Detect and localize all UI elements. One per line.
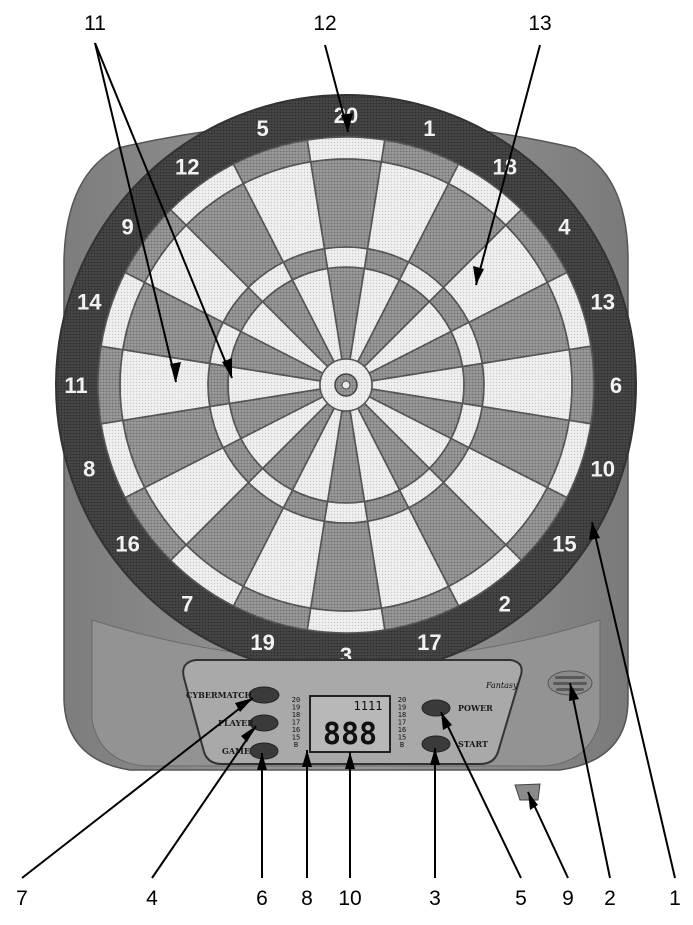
power-label: POWER xyxy=(458,703,493,713)
segment-3-double[interactable] xyxy=(307,608,385,633)
board-number-11: 11 xyxy=(64,373,87,398)
board-number-16: 16 xyxy=(115,532,139,557)
callout-12: 12 xyxy=(313,12,336,35)
board-number-17: 17 xyxy=(417,630,441,655)
callout-11: 11 xyxy=(84,12,106,35)
callout-5: 5 xyxy=(515,887,527,910)
bull-center xyxy=(342,381,350,389)
segment-11-double[interactable] xyxy=(98,346,123,424)
game-button[interactable] xyxy=(250,743,278,759)
segment-20-triple[interactable] xyxy=(324,247,367,268)
segment-6-triple[interactable] xyxy=(463,363,484,406)
board-number-6: 6 xyxy=(610,373,622,398)
callout-1: 1 xyxy=(669,887,681,910)
callout-10: 10 xyxy=(338,887,361,910)
board-number-2: 2 xyxy=(499,591,511,616)
segment-6-double[interactable] xyxy=(569,346,594,424)
lcdLeft-label: B xyxy=(294,741,298,749)
callout-4: 4 xyxy=(146,887,158,910)
board-number-19: 19 xyxy=(250,630,274,655)
segment-11-triple[interactable] xyxy=(208,363,229,406)
board-number-5: 5 xyxy=(256,116,268,141)
board-number-12: 12 xyxy=(175,155,199,180)
board-number-7: 7 xyxy=(181,591,193,616)
callout-3: 3 xyxy=(429,887,441,910)
callout-7: 7 xyxy=(16,887,28,910)
power-button[interactable] xyxy=(422,700,450,716)
board-number-15: 15 xyxy=(552,532,576,557)
power-jack xyxy=(515,784,540,800)
board-number-8: 8 xyxy=(83,456,95,481)
brand-logo: Fantasy xyxy=(485,681,518,690)
board-number-9: 9 xyxy=(121,214,133,239)
callout-13: 13 xyxy=(528,12,551,35)
callout-2: 2 xyxy=(604,887,616,910)
player-label: PLAYER xyxy=(218,718,254,728)
lcd-main-digits: 888 xyxy=(323,717,377,752)
start-label: START xyxy=(458,739,488,749)
segment-3-triple[interactable] xyxy=(324,502,367,523)
board-number-1: 1 xyxy=(423,116,435,141)
board-number-4: 4 xyxy=(558,214,571,239)
segment-20-double[interactable] xyxy=(307,137,385,162)
cybermatch-label: CYBERMATCH xyxy=(186,690,253,700)
lcdRight-label: B xyxy=(400,741,404,749)
board-number-10: 10 xyxy=(591,456,615,481)
board-number-14: 14 xyxy=(77,290,102,315)
lcd-top-digits: 1111 xyxy=(354,699,383,713)
callout-9: 9 xyxy=(562,887,574,910)
callout-6: 6 xyxy=(256,887,268,910)
cybermatch-button[interactable] xyxy=(249,687,279,703)
board-number-13: 13 xyxy=(591,290,615,315)
callout-8: 8 xyxy=(301,887,313,910)
